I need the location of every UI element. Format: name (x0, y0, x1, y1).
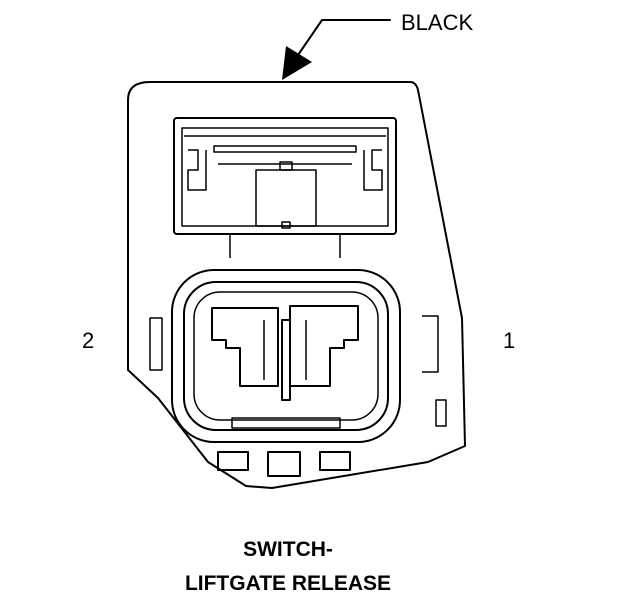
terminal-divider (281, 319, 291, 401)
pin-label-right: 1 (503, 328, 515, 353)
latch-assembly (173, 117, 397, 258)
seal-face (193, 291, 379, 421)
keyway-slot (231, 417, 341, 429)
leader-arrow-icon (282, 46, 312, 80)
caption-line-1: SWITCH- (243, 538, 333, 561)
connector-housing (127, 81, 466, 489)
terminal-1 (289, 305, 359, 387)
seal-inner (183, 281, 389, 431)
color-leader (282, 19, 391, 80)
seal-outer (171, 269, 401, 443)
bottom-tab-left (217, 451, 249, 471)
pin-label-left: 2 (82, 328, 94, 353)
caption-line-2: LIFTGATE RELEASE (185, 572, 391, 595)
bottom-tab-right (319, 451, 351, 471)
side-rib-right (422, 315, 439, 373)
color-label: BLACK (401, 10, 473, 35)
side-notch-right (435, 399, 447, 427)
side-rib-left (149, 317, 163, 371)
bottom-tab-center (267, 451, 301, 477)
terminal-2 (211, 307, 279, 387)
terminal-cavities (211, 305, 359, 429)
